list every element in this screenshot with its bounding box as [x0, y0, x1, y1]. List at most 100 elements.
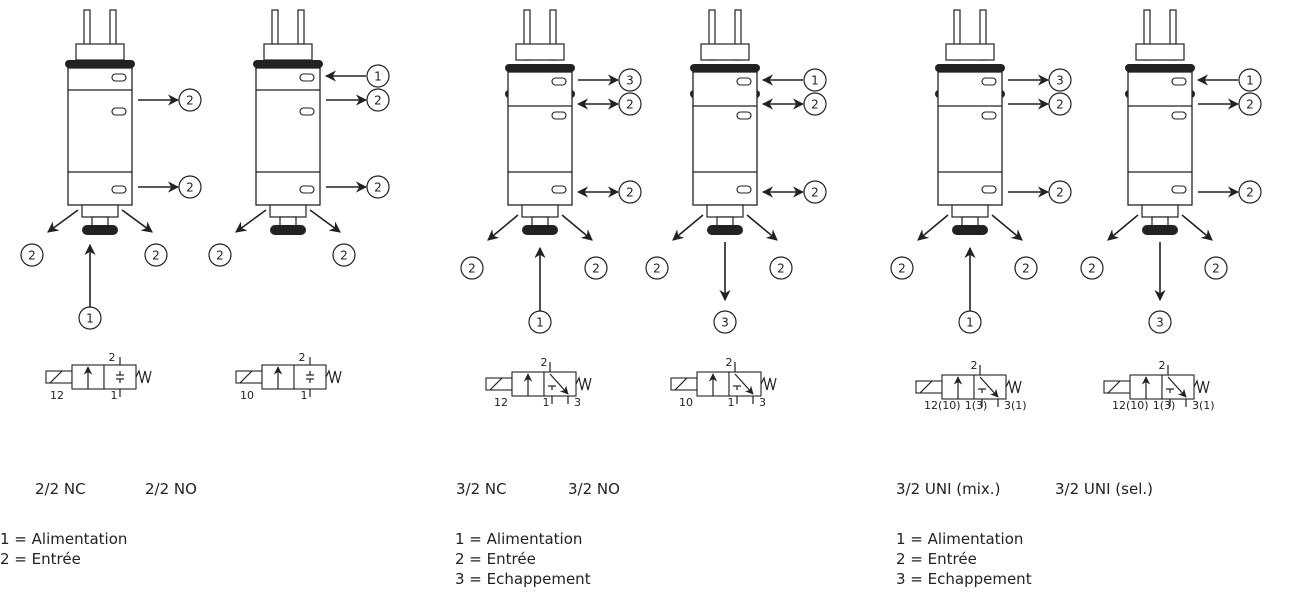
port-number: 2 [626, 186, 634, 200]
port-slot [551, 111, 567, 120]
port-number-circle [1014, 256, 1038, 280]
solenoid-slash [239, 370, 253, 384]
port-legend-entry: 2 = Entrée [455, 550, 536, 568]
valve-type-title: 2/2 NC [35, 480, 86, 498]
valve-body [1127, 71, 1193, 206]
port-number: 2 [1246, 98, 1254, 112]
symbol-port-label: 3 [574, 396, 581, 409]
port-slot [981, 77, 997, 86]
valve-position-box [293, 364, 327, 390]
o-ring [1142, 225, 1178, 235]
port-slot [111, 185, 127, 194]
port-number: 1 [86, 312, 94, 326]
port-number-circle [769, 256, 793, 280]
port-number-circle [208, 243, 232, 267]
port-number: 2 [374, 181, 382, 195]
spring-symbol [135, 369, 152, 384]
flow-arrow [121, 209, 153, 233]
port-number-circle [366, 175, 390, 199]
valve-type-title: 3/2 UNI (mix.) [896, 480, 1000, 498]
port-number-circle [1238, 92, 1262, 116]
port-number: 2 [374, 94, 382, 108]
pneumatic-symbol-5: 212(10)1(3)3(1) [1103, 359, 1215, 412]
symbol-port-label: 12 [50, 389, 64, 402]
port-number-circle [803, 68, 827, 92]
flow-arrow [1107, 214, 1139, 241]
port-number-circle [803, 180, 827, 204]
port-slot [299, 185, 315, 194]
port-number: 2 [186, 94, 194, 108]
port-number: 2 [186, 181, 194, 195]
flow-arrow [1181, 214, 1213, 241]
flow-arrow [991, 214, 1023, 241]
port-number: 2 [777, 262, 785, 276]
solenoid-slash [919, 380, 933, 394]
flow-path [549, 373, 569, 395]
port-number: 1 [811, 74, 819, 88]
solenoid-symbol [45, 370, 73, 384]
port-legend-entry: 2 = Entrée [0, 550, 81, 568]
flow-arrow [47, 209, 79, 233]
port-number: 2 [1246, 186, 1254, 200]
valve-position-box [1161, 374, 1195, 400]
port-slot [551, 77, 567, 86]
flow-arrow [672, 214, 704, 241]
port-number: 2 [216, 249, 224, 263]
spring-symbol [1193, 379, 1210, 394]
flow-path [1167, 376, 1187, 398]
port-number-circle [1048, 92, 1072, 116]
port-legend-entry: 3 = Echappement [455, 570, 591, 588]
port-number: 2 [468, 262, 476, 276]
port-number-circle [78, 306, 102, 330]
port-number-circle [366, 64, 390, 88]
o-ring [505, 64, 575, 72]
port-legend-entry: 3 = Echappement [896, 570, 1032, 588]
symbol-port-label: 2 [299, 351, 306, 364]
valve-drawing-5 [1125, 9, 1195, 235]
symbol-port-label: 2 [971, 359, 978, 372]
solenoid-slash [49, 370, 63, 384]
port-number-circle [178, 175, 202, 199]
symbol-port-label: 1(3) [1153, 399, 1176, 412]
solenoid-symbol [485, 377, 513, 391]
flow-arrow [487, 214, 519, 241]
o-ring [253, 60, 323, 68]
port-number: 2 [1056, 98, 1064, 112]
port-number: 2 [898, 262, 906, 276]
symbol-port-label: 12(10) [924, 399, 961, 412]
solenoid-slash [674, 377, 688, 391]
solenoid-symbol [1103, 380, 1131, 394]
port-number-circle [618, 68, 642, 92]
valve-neck [1141, 204, 1179, 218]
port-number: 2 [28, 249, 36, 263]
o-ring [690, 64, 760, 72]
port-number: 1 [536, 316, 544, 330]
valve-body [507, 71, 573, 206]
port-number-circle [890, 256, 914, 280]
port-number: 3 [1156, 316, 1164, 330]
connector-base [75, 43, 125, 61]
pneumatic-symbol-4: 212(10)1(3)3(1) [915, 359, 1027, 412]
symbol-port-label: 10 [679, 396, 693, 409]
valve-position-box [973, 374, 1007, 400]
port-number: 3 [1056, 74, 1064, 88]
symbol-port-label: 2 [726, 356, 733, 369]
port-number-circle [1080, 256, 1104, 280]
port-slot [736, 185, 752, 194]
port-number-circle [618, 180, 642, 204]
flow-path [979, 376, 999, 398]
valve-neck [521, 204, 559, 218]
port-number: 1 [374, 70, 382, 84]
port-slot [299, 107, 315, 116]
symbol-port-label: 1 [301, 389, 308, 402]
valve-neck [951, 204, 989, 218]
valve-body [255, 67, 321, 206]
port-number: 1 [1246, 74, 1254, 88]
port-number-circle [1048, 180, 1072, 204]
solenoid-slash [1107, 380, 1121, 394]
solenoid-symbol [235, 370, 263, 384]
port-number: 2 [592, 262, 600, 276]
port-slot [981, 111, 997, 120]
symbol-port-label: 3(1) [1004, 399, 1027, 412]
